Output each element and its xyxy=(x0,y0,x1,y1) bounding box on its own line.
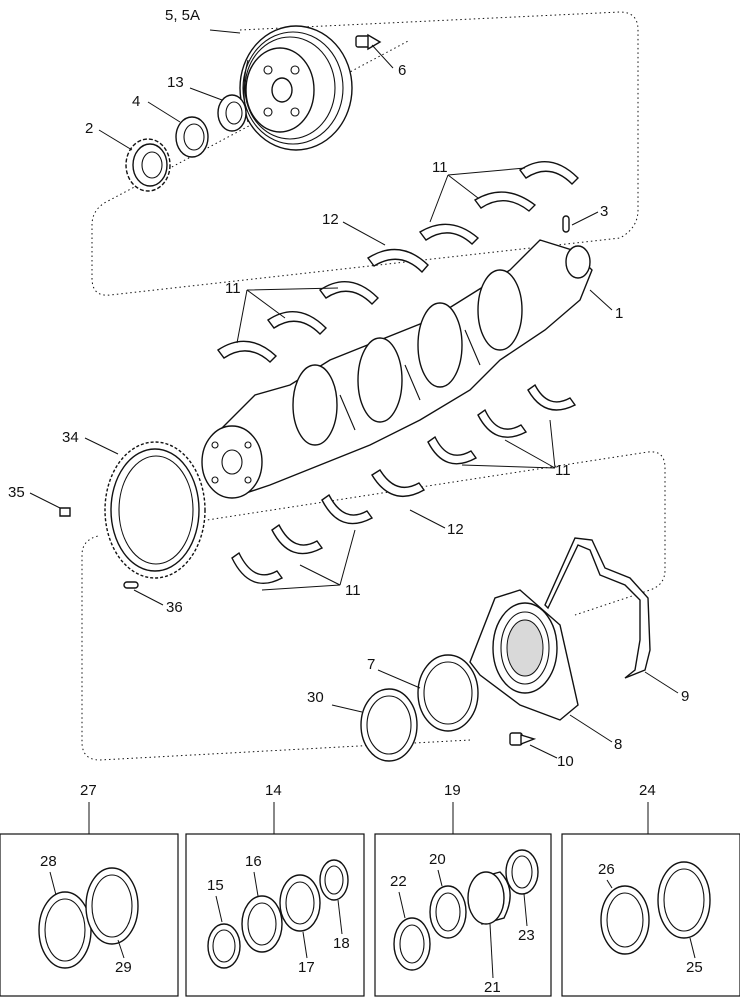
callout-35: 35 xyxy=(8,484,25,501)
kit-box-27: 27 28 29 xyxy=(0,782,179,997)
callout-labels: 5, 5A 6 13 4 2 11 3 12 11 1 34 35 11 12 … xyxy=(8,7,689,770)
callout-2: 2 xyxy=(85,120,93,137)
assembly-outline-rear xyxy=(81,451,666,761)
kit-box-24: 24 26 25 xyxy=(561,782,740,997)
seal-13 xyxy=(217,94,247,132)
callout-28: 28 xyxy=(40,853,57,870)
callout-18: 18 xyxy=(333,935,350,952)
callout-12-lower: 12 xyxy=(447,521,464,538)
callout-22: 22 xyxy=(390,873,407,890)
callout-30: 30 xyxy=(307,689,324,706)
callout-4: 4 xyxy=(132,93,140,110)
callout-14: 14 xyxy=(265,782,282,799)
callout-11-upper-left: 11 xyxy=(225,280,241,297)
callout-27: 27 xyxy=(80,782,97,799)
callout-29: 29 xyxy=(115,959,132,976)
callout-17: 17 xyxy=(298,959,315,976)
bolt-35 xyxy=(59,507,71,517)
crankshaft xyxy=(201,239,593,499)
assembly-outline-front xyxy=(91,11,639,296)
callout-24: 24 xyxy=(639,782,656,799)
callout-23: 23 xyxy=(518,927,535,944)
callout-5-5a: 5, 5A xyxy=(165,7,200,24)
kit-box-14: 14 15 16 17 18 xyxy=(185,782,365,997)
ring-4 xyxy=(175,116,209,158)
callout-26: 26 xyxy=(598,861,615,878)
ring-gear-34 xyxy=(104,441,206,579)
callout-8: 8 xyxy=(614,736,622,753)
bolt-10 xyxy=(509,732,537,746)
callout-11-lower-left: 11 xyxy=(345,582,361,599)
callout-12-upper: 12 xyxy=(322,211,339,228)
pin-3 xyxy=(562,215,570,233)
gear-2 xyxy=(125,138,171,192)
callout-36: 36 xyxy=(166,599,183,616)
callout-21: 21 xyxy=(484,979,501,996)
leader-lines xyxy=(29,29,679,759)
callout-9: 9 xyxy=(681,688,689,705)
pin-36 xyxy=(123,581,139,589)
seal-housing-8 xyxy=(469,589,579,721)
callout-1: 1 xyxy=(615,305,623,322)
callout-15: 15 xyxy=(207,877,224,894)
bolt-6 xyxy=(355,33,382,51)
callout-25: 25 xyxy=(686,959,703,976)
callout-10: 10 xyxy=(557,753,574,770)
callout-34: 34 xyxy=(62,429,79,446)
gasket-9 xyxy=(544,537,651,679)
ring-30 xyxy=(360,688,418,762)
callout-20: 20 xyxy=(429,851,446,868)
pulley xyxy=(239,25,353,151)
callout-13: 13 xyxy=(167,74,184,91)
kit-box-19: 19 22 20 21 23 xyxy=(374,782,552,997)
callout-7: 7 xyxy=(367,656,375,673)
bearing-shells-lower-group xyxy=(231,383,577,585)
callout-11-lower-right: 11 xyxy=(555,462,571,479)
bearing-shells-upper-group xyxy=(216,161,579,363)
seal-7 xyxy=(417,654,479,732)
callout-11-upper-right: 11 xyxy=(432,159,448,176)
callout-16: 16 xyxy=(245,853,262,870)
callout-19: 19 xyxy=(444,782,461,799)
callout-3: 3 xyxy=(600,203,608,220)
callout-6: 6 xyxy=(398,62,406,79)
